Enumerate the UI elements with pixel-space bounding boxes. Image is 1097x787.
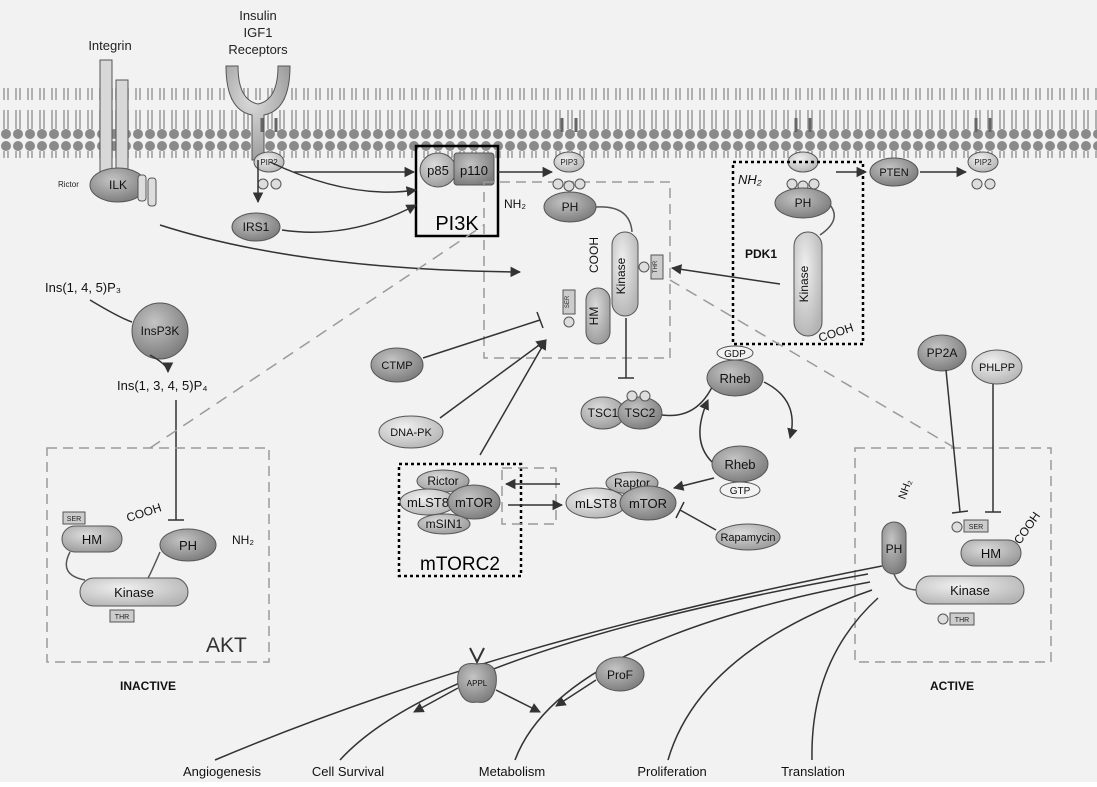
pp2a-label: PP2A (927, 346, 958, 360)
cell-survival-label: Cell Survival (312, 764, 384, 779)
inactive-ph-label: PH (179, 538, 197, 553)
akt-center-cooh-label: COOH (587, 237, 601, 273)
gdp-label: GDP (724, 349, 746, 360)
pdk1-nh2-label: NH₂ (738, 172, 762, 187)
akt-center-hm-label: HM (587, 307, 601, 326)
ilk-domain-b (148, 178, 156, 206)
mtorc2-mlst8-label: mLST8 (407, 495, 449, 510)
inactive-hm-label: HM (82, 532, 102, 547)
phlpp-label: PHLPP (979, 362, 1015, 374)
gtp-label: GTP (730, 486, 751, 497)
ins145-label: Ins(1, 4, 5)P₃ (45, 280, 121, 295)
akt-center-thr-label: THR (653, 260, 659, 273)
pip2-right-label: PIP2 (974, 158, 992, 167)
mtorc2-label: mTORC2 (420, 554, 500, 575)
ilk-label: ILK (109, 178, 127, 192)
active-hm-label: HM (981, 546, 1001, 561)
rapamycin-label: Rapamycin (720, 532, 775, 544)
integrin-label: Integrin (88, 38, 131, 53)
akt-center-thr-phosphate (639, 262, 649, 272)
active-ser-label: SER (969, 524, 983, 531)
prof-label: ProF (607, 668, 633, 682)
active-thr-phosphate (938, 614, 948, 624)
rheb-gtp-label: Rheb (724, 457, 755, 472)
pdk1-pip3-phosphate-3 (809, 179, 819, 189)
inactive-kinase-label: Kinase (114, 585, 154, 600)
pdk1-label: PDK1 (745, 247, 777, 261)
inactive-thr-label: THR (115, 614, 129, 621)
pip3-phosphate-3 (575, 179, 585, 189)
insulin-label-2: IGF1 (244, 25, 273, 40)
akt-center-ph-label: PH (562, 200, 579, 214)
ctmp-label: CTMP (381, 360, 412, 372)
rictor-small-label: Rictor (58, 180, 79, 189)
ins1345-label: Ins(1, 3, 4, 5)P₄ (117, 378, 208, 393)
metabolism-label: Metabolism (479, 764, 545, 779)
akt-label: AKT (206, 634, 247, 657)
angiogenesis-label: Angiogenesis (183, 764, 262, 779)
akt-center-ser-label: SER (565, 295, 571, 308)
pip3-label: PIP3 (560, 158, 578, 167)
pdk1-pip3-phosphate-1 (787, 179, 797, 189)
tsc1-label: TSC1 (588, 406, 619, 420)
mtorc1-mtor-label: mTOR (629, 496, 667, 511)
pdk1-ph-label: PH (795, 196, 812, 210)
cell-membrane (0, 88, 1097, 158)
active-label: ACTIVE (930, 679, 974, 693)
dnapk-label: DNA-PK (390, 427, 432, 439)
pip3-phosphate-1 (553, 179, 563, 189)
proliferation-label: Proliferation (637, 764, 706, 779)
tsc2-phosphate-2 (640, 391, 650, 401)
insulin-label-3: Receptors (228, 42, 288, 57)
mtorc1-mlst8-label: mLST8 (575, 496, 617, 511)
pip2-right-phosphate-2 (985, 179, 995, 189)
inactive-ser-label: SER (67, 516, 81, 523)
inactive-nh2-label: NH₂ (232, 533, 254, 547)
active-ph-label: PH (886, 542, 903, 556)
tsc2-phosphate-1 (627, 391, 637, 401)
active-thr-label: THR (955, 617, 969, 624)
irs1-label: IRS1 (243, 220, 270, 234)
msin1-label: mSIN1 (426, 517, 463, 531)
pip3-phosphate-2 (564, 181, 574, 191)
pip2-right-phosphate-1 (972, 179, 982, 189)
inactive-label: INACTIVE (120, 679, 176, 693)
active-kinase-label: Kinase (950, 583, 990, 598)
pip2-left-phosphate-2 (271, 179, 281, 189)
translation-label: Translation (781, 764, 845, 779)
insulin-label-1: Insulin (239, 8, 277, 23)
akt-center-kinase-label: Kinase (614, 257, 628, 294)
active-ser-phosphate (952, 522, 962, 532)
rictor-label: Rictor (427, 474, 458, 488)
akt-center-nh2-label: NH₂ (504, 197, 526, 211)
ilk-domain-a (138, 175, 146, 201)
p85-label: p85 (427, 163, 449, 178)
rheb-gdp-label: Rheb (719, 371, 750, 386)
akt-center-ser-phosphate (564, 317, 574, 327)
appl-label: APPL (467, 679, 488, 688)
pdk1-kinase-label: Kinase (797, 265, 811, 302)
insp3k-label: InsP3K (141, 324, 180, 338)
mtorc2-mtor-label: mTOR (455, 495, 493, 510)
pip2-left-label: PIP2 (260, 158, 278, 167)
pip2-left-phosphate-1 (258, 179, 268, 189)
tsc2-label: TSC2 (625, 406, 656, 420)
pten-label: PTEN (879, 167, 908, 179)
integrin-left-chain (100, 60, 112, 180)
p110-label: p110 (460, 163, 488, 178)
